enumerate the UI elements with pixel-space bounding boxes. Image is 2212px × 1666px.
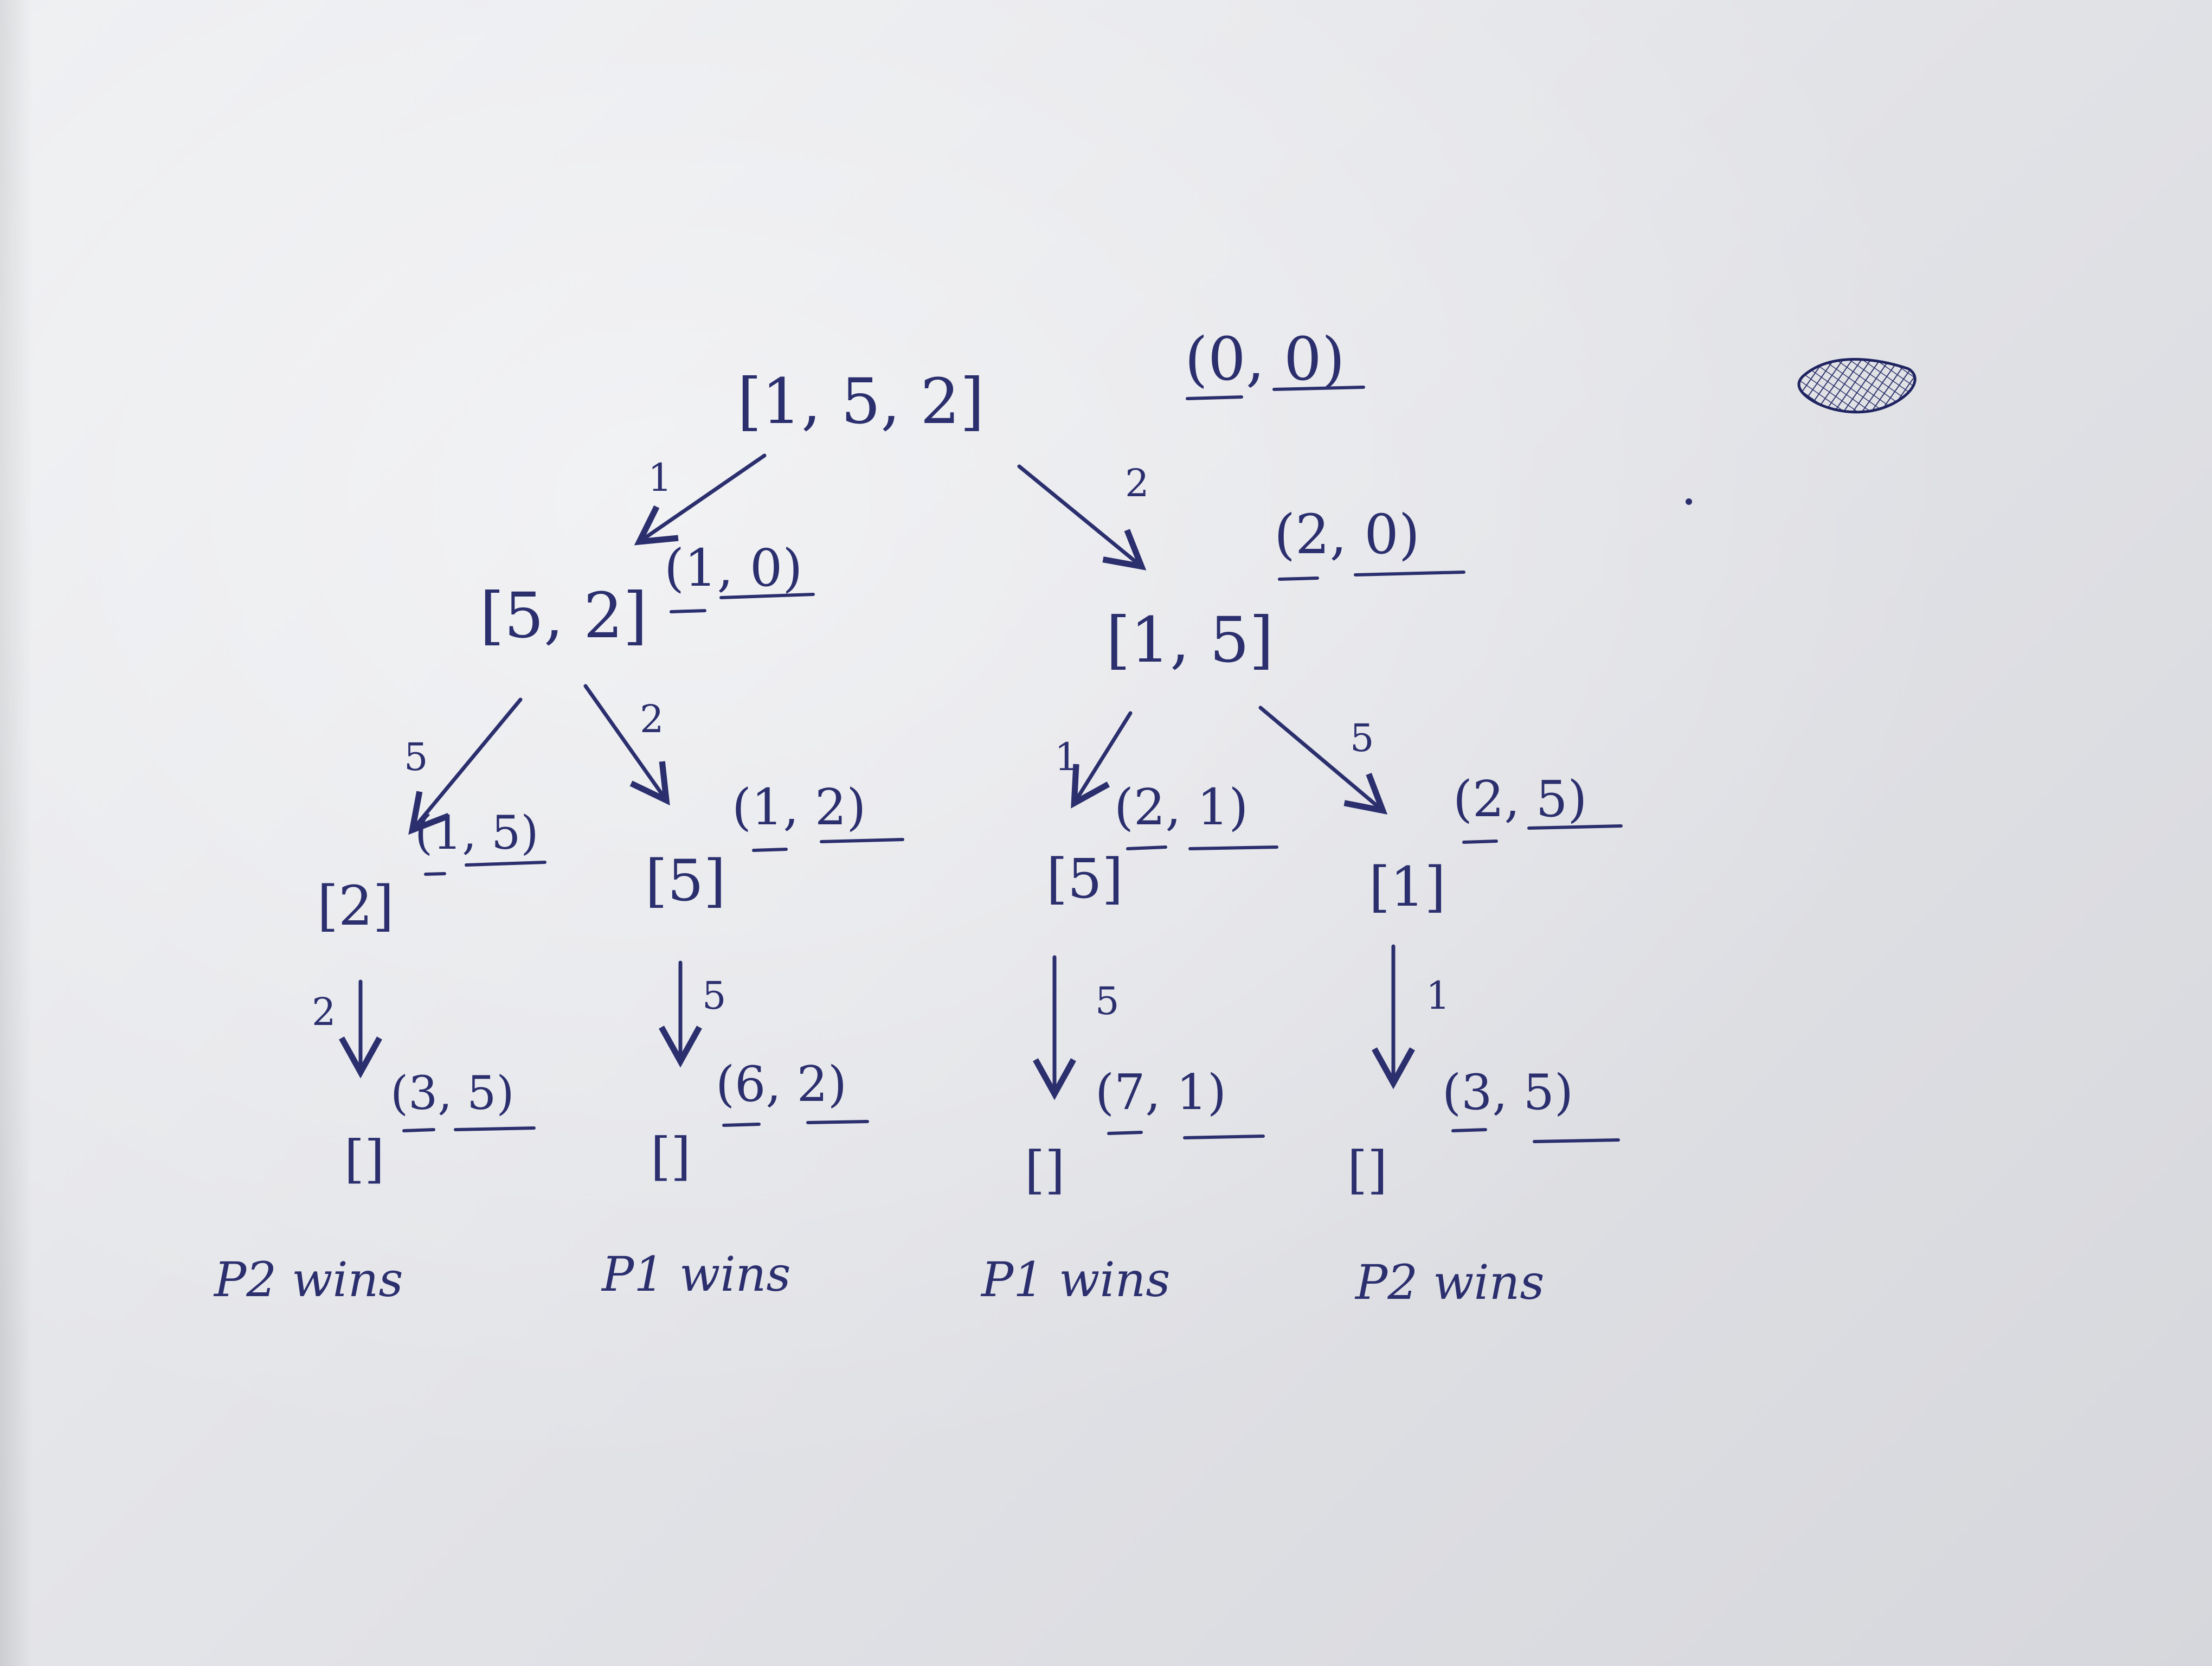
paper-edge-shadow — [0, 0, 33, 1666]
result-lr: P1 wins — [601, 1246, 790, 1302]
edge-root-right — [1017, 464, 1147, 571]
node-l2-rl-list: [5] — [1046, 847, 1123, 911]
node-l2-rr-list: [1] — [1369, 855, 1446, 919]
leaf-lr-underline-p1 — [722, 1123, 761, 1127]
node-l1-right-underline-p1 — [1278, 576, 1319, 581]
root-score-underline-p1 — [1186, 395, 1243, 400]
node-l1-left-underline-p1 — [670, 609, 706, 613]
edge-root-left — [634, 453, 767, 546]
node-l1-left-underline-p2 — [719, 593, 815, 599]
edge-label-l2-rr-leaf: 1 — [1426, 973, 1450, 1018]
node-l2-lr-underline-p2 — [820, 838, 904, 843]
leaf-ll-list: [] — [344, 1130, 384, 1189]
leaf-rr-underline-p2 — [1533, 1138, 1620, 1143]
result-rl: P1 wins — [980, 1252, 1170, 1308]
node-l2-rl-score: (2, 1) — [1114, 778, 1248, 836]
edge-label-l2-rl-leaf: 5 — [1095, 979, 1120, 1023]
node-l2-lr-underline-p1 — [752, 848, 788, 852]
scribble-mark — [1797, 358, 1917, 414]
leaf-rl-underline-p2 — [1183, 1135, 1265, 1139]
edge-l1-right-rl — [1071, 711, 1133, 809]
leaf-rl-underline-p1 — [1107, 1131, 1143, 1135]
edge-label-l2-lr-leaf: 5 — [702, 973, 726, 1018]
root-score: (0, 0) — [1185, 324, 1345, 394]
node-l2-lr-score: (1, 2) — [732, 778, 866, 836]
node-l2-rr-underline-p1 — [1462, 840, 1498, 844]
edge-l1-left-lr — [583, 684, 670, 806]
leaf-rr-list: [] — [1347, 1140, 1387, 1200]
node-l2-rr-score: (2, 5) — [1453, 770, 1587, 828]
edge-label-l2-ll-leaf: 2 — [312, 990, 336, 1034]
leaf-lr-score: (6, 2) — [716, 1056, 847, 1113]
edge-label-root-right: 2 — [1125, 461, 1149, 505]
leaf-rl-score: (7, 1) — [1095, 1064, 1226, 1121]
node-l1-right-underline-p2 — [1354, 571, 1465, 576]
node-l1-right-score: (2, 0) — [1274, 503, 1420, 566]
node-l2-rl-underline-p2 — [1188, 845, 1278, 850]
leaf-lr-list: [] — [651, 1127, 691, 1187]
edge-label-root-left: 1 — [648, 456, 672, 500]
leaf-lr-underline-p2 — [806, 1120, 869, 1124]
leaf-ll-underline-p1 — [402, 1128, 435, 1132]
edge-label-l1-left-ll: 5 — [404, 735, 428, 779]
edge-label-l1-left-lr: 2 — [640, 697, 664, 741]
ink-dot — [1686, 498, 1692, 505]
root-list: [1, 5, 2] — [737, 366, 984, 438]
root-score-underline-p2 — [1272, 386, 1365, 391]
leaf-rr-score: (3, 5) — [1442, 1064, 1573, 1121]
node-l1-left-score: (1, 0) — [664, 539, 802, 598]
leaf-rl-list: [] — [1025, 1140, 1065, 1200]
node-l2-ll-score: (1, 5) — [415, 806, 539, 860]
result-ll: P2 wins — [213, 1252, 403, 1308]
edge-l1-left-ll — [408, 697, 523, 835]
edge-label-l1-right-rl: 1 — [1054, 735, 1079, 779]
edge-l1-right-rr — [1258, 706, 1388, 815]
node-l2-lr-list: [5] — [645, 848, 726, 914]
node-l2-ll-list: [2] — [317, 874, 394, 938]
node-l2-rr-underline-p2 — [1527, 824, 1623, 830]
edge-label-l1-right-rr: 5 — [1350, 716, 1374, 760]
node-l1-right-list: [1, 5] — [1106, 604, 1274, 677]
node-l2-ll-underline-p2 — [465, 861, 546, 867]
leaf-ll-underline-p2 — [454, 1126, 536, 1131]
node-l2-rl-underline-p1 — [1126, 845, 1167, 850]
result-rr: P2 wins — [1354, 1254, 1544, 1310]
node-l1-left-list: [5, 2] — [480, 580, 647, 652]
leaf-ll-score: (3, 5) — [390, 1067, 515, 1120]
leaf-rr-underline-p1 — [1451, 1128, 1487, 1132]
